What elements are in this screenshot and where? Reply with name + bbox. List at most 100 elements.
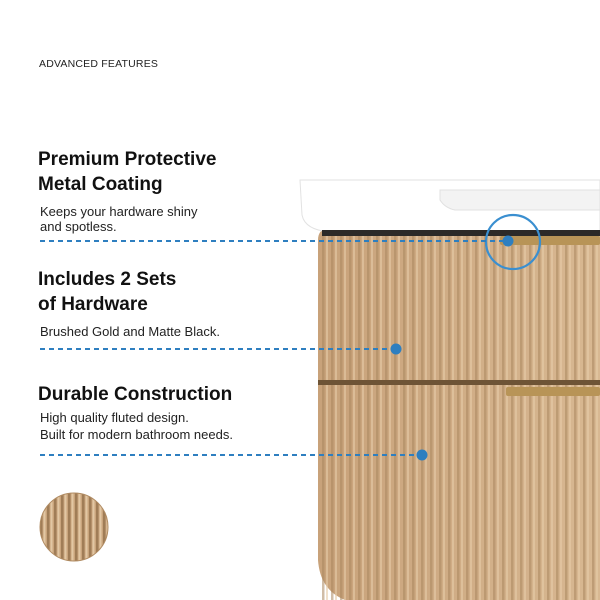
feature-title-coating-line2: Metal Coating bbox=[38, 174, 163, 195]
cabinet-flute bbox=[385, 236, 388, 600]
cabinet-flute bbox=[583, 236, 586, 600]
cabinet-flute bbox=[475, 236, 478, 600]
cabinet-flute bbox=[430, 236, 433, 600]
cabinet-flute bbox=[565, 236, 568, 600]
drawer-gap bbox=[318, 380, 600, 385]
cabinet-flute-highlight bbox=[578, 236, 580, 600]
cabinet-flute-highlight bbox=[434, 236, 436, 600]
cabinet-flute bbox=[340, 236, 343, 600]
section-label: ADVANCED FEATURES bbox=[39, 58, 159, 70]
swatch-flute-highlight bbox=[71, 493, 74, 561]
cabinet-flute bbox=[358, 236, 361, 600]
swatch-flute bbox=[40, 493, 43, 561]
swatch-flute-highlight bbox=[106, 493, 108, 561]
cabinet-flute-highlight bbox=[533, 236, 535, 600]
vanity-cabinet bbox=[318, 228, 600, 600]
swatch-flute bbox=[96, 493, 99, 561]
fluted-detail-swatch bbox=[39, 492, 109, 562]
cabinet-flute-highlight bbox=[560, 236, 562, 600]
cabinet-flute-highlight bbox=[371, 236, 373, 600]
cabinet-flute-highlight bbox=[452, 236, 454, 600]
feature-desc-construction-line1: High quality fluted design. bbox=[40, 410, 189, 425]
swatch-flute bbox=[68, 493, 71, 561]
leader-dot-construction bbox=[416, 449, 428, 461]
cabinet-flute-highlight bbox=[569, 236, 571, 600]
cabinet-flute-highlight bbox=[407, 236, 409, 600]
cabinet-flute-highlight bbox=[389, 236, 391, 600]
cabinet-flute-highlight bbox=[497, 236, 499, 600]
swatch-flute-highlight bbox=[57, 493, 60, 561]
cabinet-flute bbox=[448, 236, 451, 600]
cabinet-flute bbox=[376, 236, 379, 600]
swatch-flute bbox=[61, 493, 64, 561]
cabinet-flute bbox=[349, 236, 352, 600]
cabinet-flute-highlight bbox=[326, 236, 328, 600]
cabinet-flute-highlight bbox=[596, 236, 598, 600]
swatch-flute bbox=[103, 493, 106, 561]
cabinet-flute bbox=[457, 236, 460, 600]
feature-desc-coating-line2: and spotless. bbox=[40, 219, 117, 234]
cabinet-flute-highlight bbox=[461, 236, 463, 600]
cabinet-flute bbox=[529, 236, 532, 600]
cabinet-flute bbox=[331, 236, 334, 600]
cabinet-flute-highlight bbox=[443, 236, 445, 600]
cabinet-flute bbox=[412, 236, 415, 600]
cabinet-flute bbox=[547, 236, 550, 600]
feature-title-construction-line1: Durable Construction bbox=[38, 384, 233, 405]
cabinet-flute-highlight bbox=[515, 236, 517, 600]
swatch-flute bbox=[89, 493, 92, 561]
feature-title-hardware-line2: of Hardware bbox=[38, 294, 148, 315]
bottom-drawer-handle bbox=[506, 387, 600, 396]
swatch-flute-highlight bbox=[43, 493, 46, 561]
cabinet-flute bbox=[439, 236, 442, 600]
cabinet-flute-highlight bbox=[398, 236, 400, 600]
cabinet-flute-highlight bbox=[506, 236, 508, 600]
cabinet-flute-highlight bbox=[542, 236, 544, 600]
swatch-flute-highlight bbox=[78, 493, 81, 561]
cabinet-flute-highlight bbox=[344, 236, 346, 600]
cabinet-flute bbox=[493, 236, 496, 600]
cabinet-flute-highlight bbox=[587, 236, 589, 600]
swatch-flute bbox=[75, 493, 78, 561]
feature-title-coating-line1: Premium Protective bbox=[38, 149, 217, 170]
cabinet-flute bbox=[367, 236, 370, 600]
cabinet-flute bbox=[466, 236, 469, 600]
cabinet-flute bbox=[520, 236, 523, 600]
cabinet-flute bbox=[322, 236, 325, 600]
cabinet-flute-highlight bbox=[416, 236, 418, 600]
swatch-flute bbox=[54, 493, 57, 561]
countertop bbox=[299, 179, 600, 236]
cabinet-flute-highlight bbox=[362, 236, 364, 600]
feature-title-hardware-line1: Includes 2 Sets bbox=[38, 269, 177, 290]
feature-desc-hardware-line1: Brushed Gold and Matte Black. bbox=[40, 324, 220, 339]
swatch-flute bbox=[47, 493, 50, 561]
feature-desc-construction-line2: Built for modern bathroom needs. bbox=[40, 427, 233, 442]
swatch-flute bbox=[82, 493, 85, 561]
cabinet-flute-highlight bbox=[380, 236, 382, 600]
cabinet-flute-highlight bbox=[425, 236, 427, 600]
cabinet-flute bbox=[511, 236, 514, 600]
swatch-flute-highlight bbox=[64, 493, 67, 561]
cabinet-flute-highlight bbox=[470, 236, 472, 600]
cabinet-flute bbox=[502, 236, 505, 600]
cabinet-flute bbox=[556, 236, 559, 600]
cabinet-flute bbox=[484, 236, 487, 600]
leader-dot-coating bbox=[502, 235, 514, 247]
cabinet-flute bbox=[538, 236, 541, 600]
swatch-flute-highlight bbox=[92, 493, 95, 561]
top-drawer-handle bbox=[500, 236, 600, 245]
cabinet-flute bbox=[403, 236, 406, 600]
swatch-flute-highlight bbox=[85, 493, 88, 561]
swatch-flute-highlight bbox=[99, 493, 102, 561]
cabinet-flute bbox=[574, 236, 577, 600]
cabinet-flute-highlight bbox=[353, 236, 355, 600]
cabinet-flute-highlight bbox=[551, 236, 553, 600]
cabinet-flute bbox=[421, 236, 424, 600]
cabinet-flute bbox=[394, 236, 397, 600]
leader-dot-hardware bbox=[390, 343, 402, 355]
cabinet-flute-highlight bbox=[524, 236, 526, 600]
cabinet-flute-highlight bbox=[479, 236, 481, 600]
cabinet-flute bbox=[592, 236, 595, 600]
swatch-flute-highlight bbox=[50, 493, 53, 561]
